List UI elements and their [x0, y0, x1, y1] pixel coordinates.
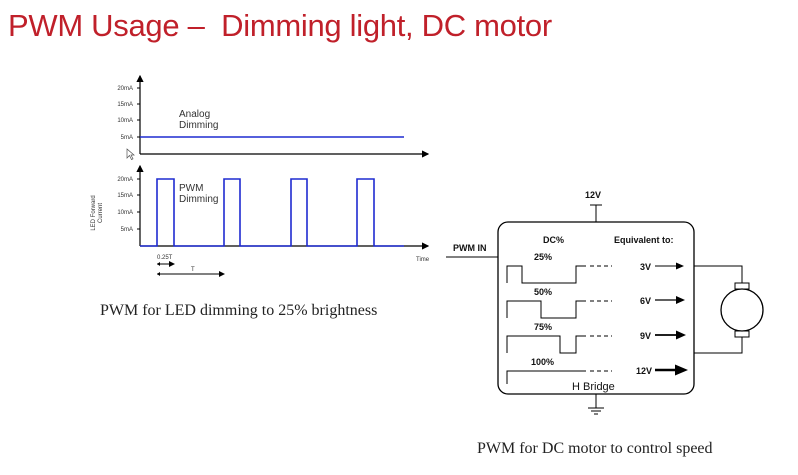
waveform-25 — [506, 265, 586, 284]
waveform-100 — [506, 370, 586, 384]
equivalent-header: Equivalent to: — [614, 235, 674, 245]
mouse-cursor-icon — [126, 148, 135, 160]
pwm-dimming-chart: 20mA 15mA 10mA 5mA LED Forward Current P… — [91, 164, 430, 277]
ground-icon — [588, 407, 604, 415]
pwm-in-label: PWM IN — [453, 243, 487, 253]
pwm-tick-label: 10mA — [117, 210, 133, 216]
pwm-x-axis-label: Time — [416, 257, 430, 263]
motor-caption: PWM for DC motor to control speed — [477, 440, 713, 457]
arrow-right-icon — [676, 330, 686, 340]
analog-y-ticks: 20mA 15mA 10mA 5mA — [117, 86, 140, 141]
h-bridge-label: H Bridge — [572, 381, 615, 393]
analog-tick-label: 20mA — [117, 86, 133, 92]
supply-voltage-label: 12V — [585, 190, 601, 200]
pwm-label-line1: PWM — [179, 183, 203, 194]
h-bridge-box — [497, 221, 695, 395]
duty-label: 75% — [534, 322, 552, 332]
waveform-50 — [506, 300, 586, 319]
voltage-label: 6V — [640, 296, 651, 306]
motor-wire-bottom — [694, 334, 743, 354]
motor-wire-top — [694, 265, 743, 286]
slide-title: PWM Usage – Dimming light, DC motor — [8, 8, 552, 43]
arrow-right-icon — [675, 364, 688, 376]
analog-dimming-chart: 20mA 15mA 10mA 5mA Analog Dimming — [117, 74, 430, 160]
analog-label-line1: Analog — [179, 109, 210, 120]
arrow-right-icon — [676, 262, 684, 270]
pwm-waveform — [140, 178, 404, 247]
voltage-label: 3V — [640, 262, 651, 272]
pwm-y-axis-label-line1: LED Forward — [91, 195, 97, 230]
h-bridge-diagram: 12V PWM IN DC% Equivalent to: 25% 3V 50%… — [446, 190, 764, 415]
arrow-right-icon — [676, 296, 685, 304]
dc-motor-icon — [720, 282, 764, 338]
analog-tick-label: 10mA — [117, 118, 133, 124]
dc-header: DC% — [543, 235, 564, 245]
analog-label-line2: Dimming — [179, 120, 218, 131]
duty-label: 100% — [531, 357, 554, 367]
led-caption: PWM for LED dimming to 25% brightness — [100, 302, 378, 319]
pwm-y-axis-label-line2: Current — [98, 203, 104, 223]
waveform-75 — [506, 335, 586, 354]
voltage-label: 9V — [640, 331, 651, 341]
analog-tick-label: 5mA — [121, 135, 133, 141]
duty-label: 25% — [534, 252, 552, 262]
period-label: T — [191, 267, 195, 273]
pulse-width-label: 0.25T — [157, 255, 173, 261]
pwm-tick-label: 15mA — [117, 193, 133, 199]
pwm-tick-label: 5mA — [121, 227, 133, 233]
pwm-tick-label: 20mA — [117, 177, 133, 183]
duty-label: 50% — [534, 287, 552, 297]
pwm-y-ticks: 20mA 15mA 10mA 5mA — [117, 177, 140, 233]
voltage-label: 12V — [636, 366, 652, 376]
pwm-label-line2: Dimming — [179, 194, 218, 205]
analog-tick-label: 15mA — [117, 102, 133, 108]
